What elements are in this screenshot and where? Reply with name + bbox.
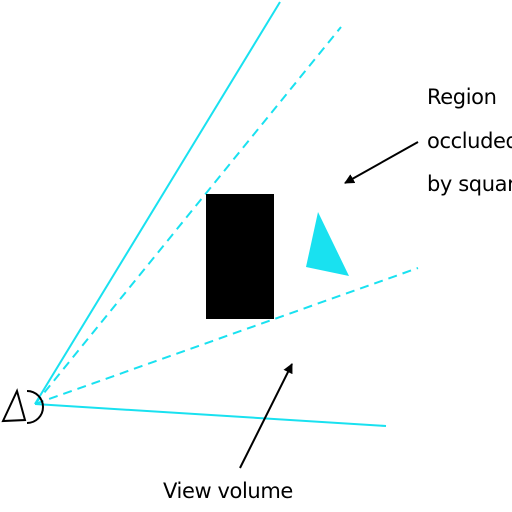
- view-volume-label: View volume: [163, 479, 293, 503]
- view-volume-upper-edge: [34, 1, 281, 405]
- occluded-label-line-3: by square: [427, 172, 512, 196]
- view-volume-lower-edge: [34, 403, 387, 427]
- occluded-region-arrow: [344, 141, 419, 184]
- occluded-label-line-1: Region: [427, 85, 497, 109]
- occluded-triangle: [306, 212, 349, 276]
- eye-icon: [1, 388, 44, 424]
- occluded-label-line-2: occluded: [427, 129, 512, 153]
- occlusion-upper-dashed-line: [34, 26, 342, 405]
- view-volume-arrow: [239, 363, 293, 469]
- occluding-square: [206, 194, 274, 319]
- occlusion-lower-dashed-line: [34, 267, 419, 405]
